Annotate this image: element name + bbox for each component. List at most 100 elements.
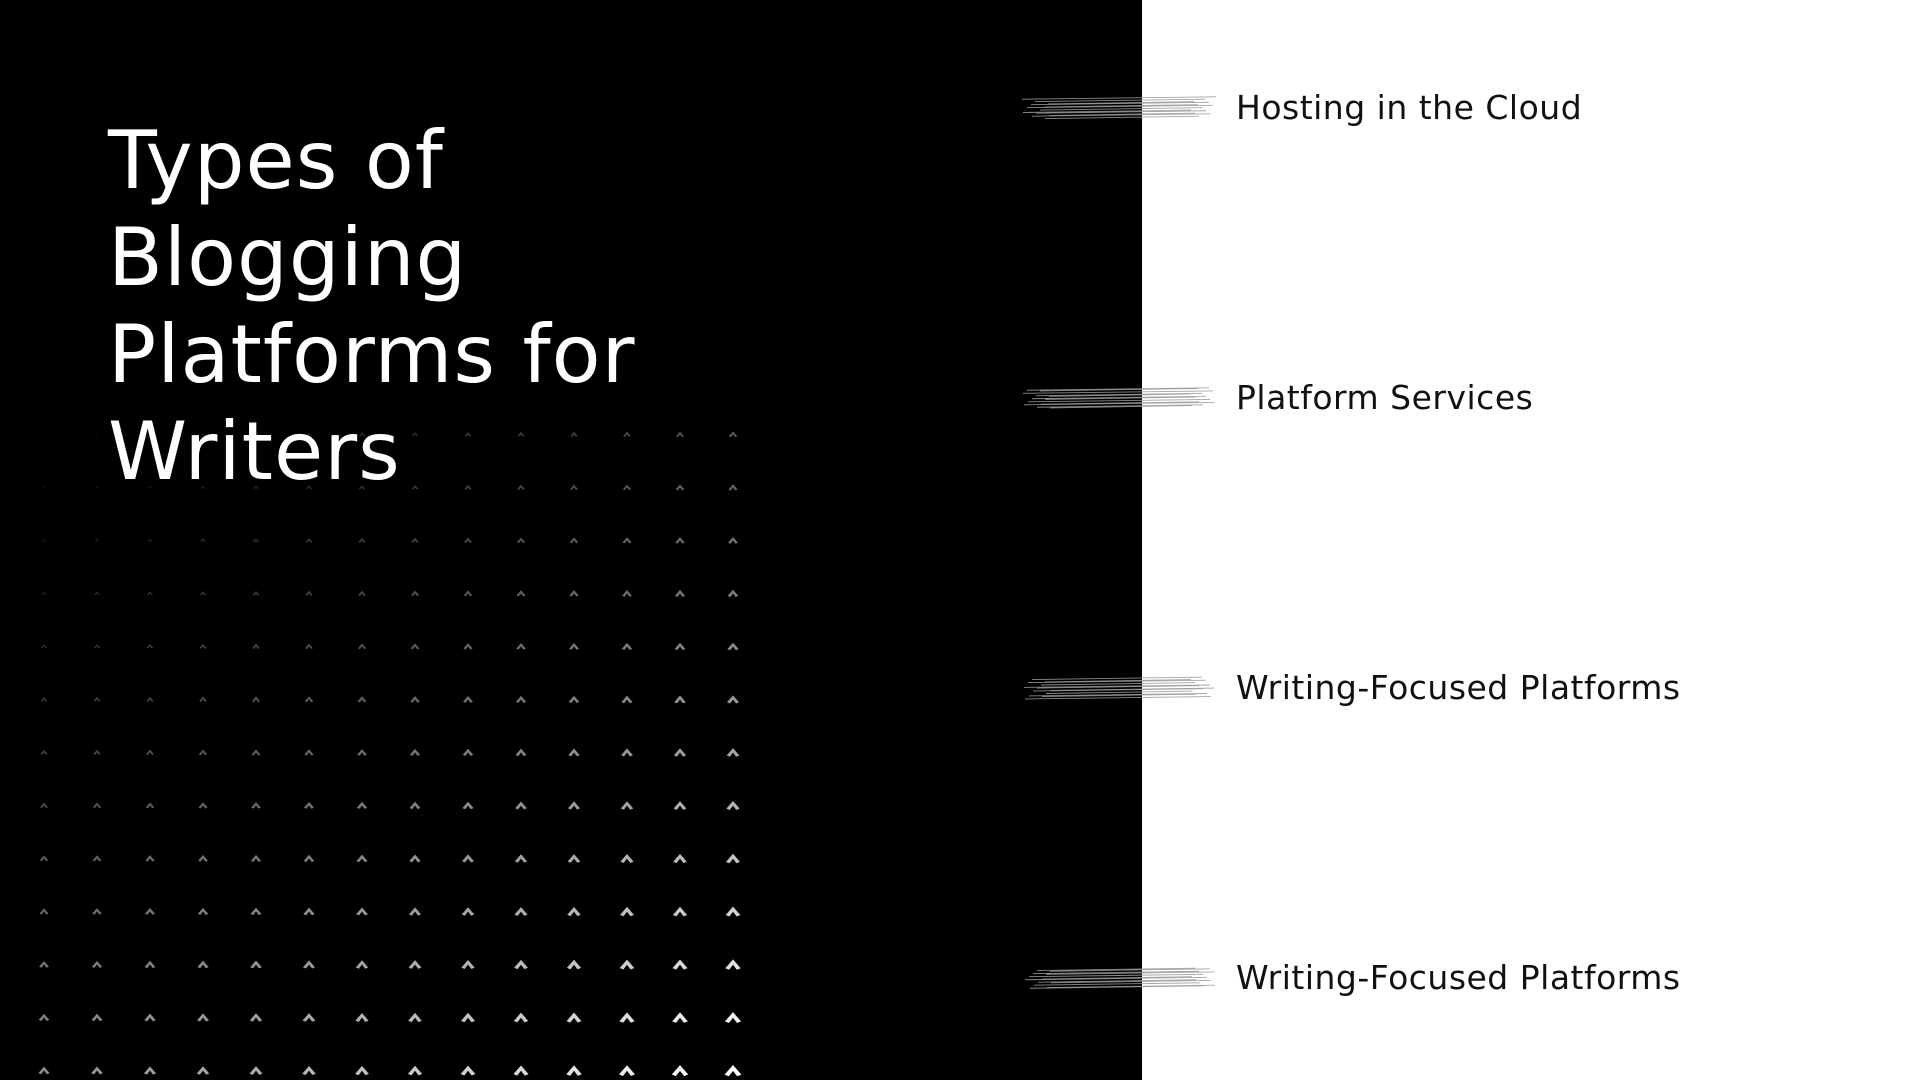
chevron-up-icon	[147, 432, 153, 436]
chevron-up-icon	[515, 695, 527, 703]
chevron-up-icon	[356, 907, 368, 916]
chevron-up-icon	[200, 538, 206, 543]
chevron-up-icon	[515, 748, 527, 757]
chevron-up-icon	[462, 854, 474, 863]
chevron-up-icon	[304, 696, 314, 703]
chevron-up-icon	[196, 1066, 210, 1075]
chevron-up-icon	[199, 643, 207, 649]
chevron-up-icon	[94, 591, 100, 596]
chevron-up-icon	[411, 484, 419, 490]
title-line-1: Types of	[108, 114, 444, 207]
chevron-up-icon	[569, 484, 579, 491]
chevron-up-icon	[513, 1012, 529, 1023]
chevron-up-icon	[513, 1065, 529, 1076]
chevron-up-icon	[460, 1012, 476, 1023]
chevron-up-icon	[515, 801, 527, 810]
chevron-up-icon	[302, 960, 316, 969]
chevron-up-icon	[357, 696, 367, 703]
chevron-up-icon	[622, 484, 632, 491]
chevron-up-icon	[622, 590, 632, 597]
chevron-up-icon	[726, 748, 740, 757]
chevron-up-icon	[91, 1013, 103, 1022]
chevron-up-icon	[408, 1012, 422, 1023]
chevron-up-icon	[146, 591, 154, 596]
chevron-up-icon	[95, 432, 99, 436]
chevron-up-icon	[358, 590, 366, 596]
list-item-4: Writing-Focused Platforms	[1020, 948, 1880, 1008]
chevron-up-icon	[620, 854, 634, 863]
chevron-up-icon	[461, 907, 475, 916]
chevron-up-icon	[91, 960, 103, 968]
chevron-up-icon	[619, 959, 635, 970]
chevron-up-icon	[673, 853, 687, 864]
chevron-up-icon	[146, 696, 154, 702]
chevron-up-icon	[92, 908, 102, 915]
chevron-up-icon	[728, 431, 738, 438]
chevron-up-icon	[197, 960, 209, 969]
chevron-up-icon	[357, 643, 367, 650]
chevron-up-icon	[252, 643, 260, 649]
chevron-up-icon	[250, 854, 262, 862]
chevron-up-icon	[674, 642, 686, 651]
chevron-up-icon	[197, 907, 209, 915]
chevron-up-icon	[40, 697, 48, 702]
chevron-up-icon	[569, 537, 579, 544]
chevron-up-icon	[621, 642, 633, 650]
item-label: Platform Services	[1236, 378, 1534, 417]
chevron-up-icon	[567, 801, 581, 810]
chevron-up-icon	[621, 748, 633, 757]
chevron-up-icon	[143, 1066, 157, 1075]
chevron-up-icon	[38, 1066, 50, 1075]
left-panel: Types of Blogging Platforms for Writers	[0, 0, 1142, 1080]
chevron-up-icon	[514, 907, 528, 916]
title-line-3: Platforms for	[108, 308, 636, 401]
chevron-up-icon	[306, 432, 312, 436]
chevron-up-icon	[250, 960, 262, 969]
list-item-1: Hosting in the Cloud	[1020, 78, 1880, 138]
chevron-up-icon	[672, 1012, 688, 1023]
chevron-up-icon	[144, 1013, 156, 1022]
chevron-up-icon	[673, 801, 687, 810]
chevron-up-icon	[673, 748, 687, 757]
chevron-up-icon	[410, 696, 420, 703]
chevron-up-icon	[41, 644, 47, 649]
chevron-up-icon	[356, 801, 368, 809]
chevron-up-icon	[93, 696, 101, 702]
chevron-up-icon	[462, 748, 474, 756]
chevron-up-icon	[568, 695, 580, 704]
chevron-up-icon	[461, 959, 475, 970]
chevron-up-icon	[251, 696, 261, 703]
chevron-up-icon	[145, 802, 155, 809]
chevron-up-icon	[460, 1065, 476, 1076]
chevron-up-icon	[41, 538, 47, 542]
chevron-up-icon	[144, 960, 156, 969]
chevron-up-icon	[724, 1064, 742, 1077]
chevron-up-icon	[411, 537, 419, 543]
chevron-up-icon	[675, 484, 685, 491]
chevron-up-icon	[675, 537, 685, 544]
chevron-up-icon	[253, 432, 259, 436]
list-item-2: Platform Services	[1020, 368, 1880, 428]
chevron-up-icon	[199, 591, 207, 596]
chevron-up-icon	[517, 484, 525, 490]
chevron-up-icon	[674, 589, 686, 597]
chevron-up-icon	[39, 908, 49, 915]
chevron-up-icon	[620, 906, 634, 917]
chevron-up-icon	[726, 800, 740, 811]
item-label: Writing-Focused Platforms	[1236, 668, 1681, 707]
chevron-up-icon	[358, 485, 366, 490]
chevron-up-icon	[566, 1012, 582, 1023]
title-line-2: Blogging	[108, 211, 468, 304]
chevron-up-icon	[517, 431, 525, 437]
chevron-up-icon	[302, 1065, 316, 1076]
chevron-up-icon	[304, 643, 314, 650]
chevron-up-icon	[727, 642, 739, 651]
chevron-up-icon	[725, 959, 741, 970]
chevron-up-icon	[672, 906, 688, 917]
chevron-up-icon	[514, 854, 528, 863]
chevron-up-icon	[357, 749, 367, 756]
chevron-up-icon	[726, 695, 740, 704]
chevron-up-icon	[566, 1065, 582, 1076]
chevron-up-icon	[200, 485, 206, 489]
chevron-up-icon	[728, 537, 738, 544]
